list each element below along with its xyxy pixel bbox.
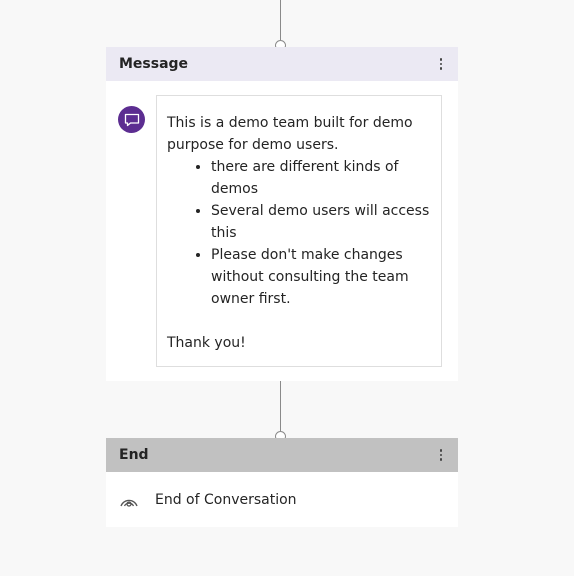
message-node[interactable]: Message This is a demo team built for de… xyxy=(106,47,458,381)
more-vertical-icon[interactable] xyxy=(434,446,448,464)
top-connector-line xyxy=(280,0,281,40)
message-node-title: Message xyxy=(119,56,189,72)
chat-bubble-icon xyxy=(118,106,145,133)
end-node-body: End of Conversation xyxy=(106,472,458,527)
message-node-header[interactable]: Message xyxy=(106,47,458,81)
message-bullet-list: there are different kinds of demos Sever… xyxy=(167,156,431,310)
message-intro: This is a demo team built for demo purpo… xyxy=(167,115,413,153)
message-text-box[interactable]: This is a demo team built for demo purpo… xyxy=(156,95,442,367)
message-bullet: Please don't make changes without consul… xyxy=(211,244,431,310)
more-vertical-icon[interactable] xyxy=(434,55,448,73)
end-conversation-icon xyxy=(118,489,140,511)
end-node[interactable]: End End of Conversation xyxy=(106,438,458,527)
end-node-header[interactable]: End xyxy=(106,438,458,472)
message-closing: Thank you! xyxy=(167,335,246,351)
message-bullet: there are different kinds of demos xyxy=(211,156,431,200)
middle-connector-line xyxy=(280,381,281,431)
end-node-title: End xyxy=(119,447,149,463)
message-node-body: This is a demo team built for demo purpo… xyxy=(106,81,458,381)
end-node-label: End of Conversation xyxy=(155,491,297,508)
message-bullet: Several demo users will access this xyxy=(211,200,431,244)
